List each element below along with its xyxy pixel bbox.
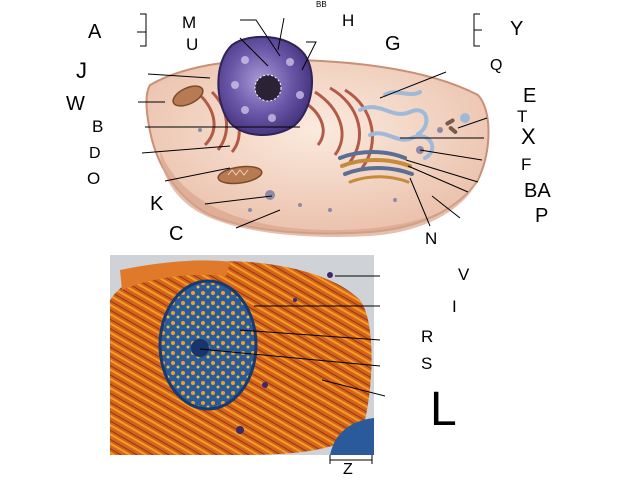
label-U: U xyxy=(186,35,199,54)
vesicles xyxy=(198,113,470,212)
label-M: M xyxy=(182,13,197,32)
label-V: V xyxy=(458,265,470,284)
golgi-apparatus xyxy=(338,150,414,184)
nucleolus xyxy=(254,74,282,102)
electron-micrograph xyxy=(110,255,374,455)
label-B: B xyxy=(92,117,104,136)
label-F: F xyxy=(521,155,532,174)
label-C: C xyxy=(169,223,184,245)
micrograph-nucleolus xyxy=(191,339,209,357)
label-X: X xyxy=(521,124,536,149)
label-D: D xyxy=(89,145,101,162)
label-Z: Z xyxy=(343,461,353,478)
label-H: H xyxy=(342,11,355,30)
mitochondria xyxy=(172,85,263,185)
label-J: J xyxy=(76,58,87,83)
label-Y: Y xyxy=(510,18,524,40)
label-R: R xyxy=(421,327,434,346)
label-E: E xyxy=(523,85,537,107)
leader-lines-micrograph xyxy=(199,275,386,464)
label-BA: BA xyxy=(524,180,551,202)
label-G: G xyxy=(385,33,401,55)
label-Q: Q xyxy=(490,57,503,74)
centrioles xyxy=(445,118,458,134)
cell-illustration xyxy=(145,35,490,237)
label-I: I xyxy=(452,297,457,316)
label-BB: BB xyxy=(316,0,327,9)
nucleus xyxy=(217,35,313,136)
label-N: N xyxy=(425,229,438,248)
label-S: S xyxy=(421,354,433,373)
label-P: P xyxy=(535,205,549,227)
label-L: L xyxy=(430,383,457,436)
label-K: K xyxy=(150,193,164,215)
label-A: A xyxy=(88,21,102,43)
label-W: W xyxy=(66,93,85,115)
label-O: O xyxy=(87,169,101,188)
leader-lines-top xyxy=(137,13,488,229)
label-T: T xyxy=(517,107,528,126)
